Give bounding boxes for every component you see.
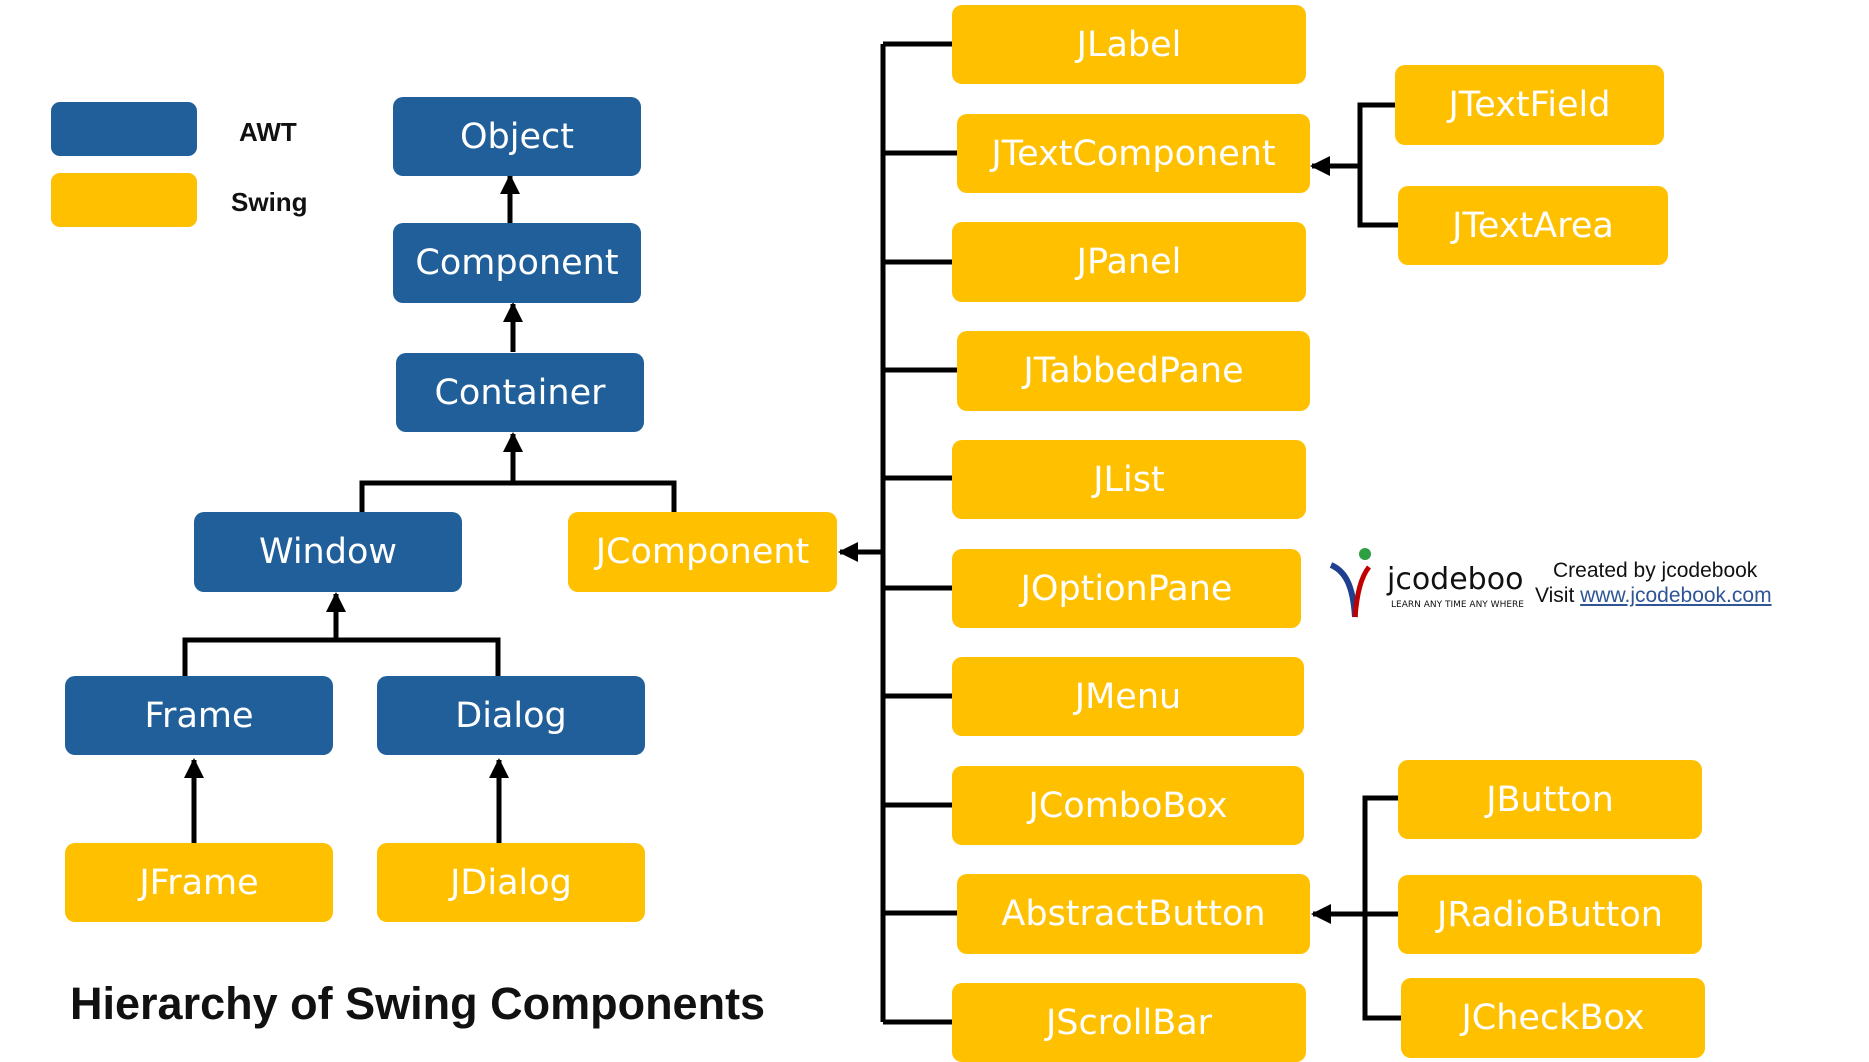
node-joptionpane: JOptionPane — [952, 549, 1301, 628]
edge-frame-dialog-window — [182, 637, 501, 676]
node-jdialog: JDialog — [377, 843, 645, 922]
legend-swing-swatch — [51, 173, 197, 227]
legend-swing-label: Swing — [231, 187, 308, 217]
credit-visit: Visit — [1535, 584, 1575, 607]
edge-buttons-abstractbutton — [1362, 795, 1401, 1021]
credit-line1: Created by jcodebook — [1553, 559, 1758, 582]
node-jcombobox: JComboBox — [952, 766, 1304, 845]
node-container: Container — [396, 353, 644, 432]
node-jlist: JList — [952, 440, 1306, 519]
edge-textfield-textarea-textcomponent — [1357, 102, 1398, 228]
node-jtextfield: JTextField — [1395, 65, 1664, 145]
node-jradiobutton: JRadioButton — [1398, 875, 1702, 954]
legend-awt-label: AWT — [239, 117, 297, 147]
node-jcheckbox: JCheckBox — [1401, 978, 1705, 1058]
node-component: Component — [393, 223, 641, 303]
jcodebook-logo: jcodebook LEARN ANY TIME ANY WHERE — [1329, 548, 1525, 618]
credit-url-link[interactable]: www.jcodebook.com — [1580, 584, 1772, 607]
node-jframe: JFrame — [65, 843, 333, 922]
node-jbutton: JButton — [1398, 760, 1702, 839]
credit-line2: Visit www.jcodebook.com — [1535, 583, 1772, 608]
credit-text: Created by jcodebook Visit www.jcodebook… — [1535, 558, 1772, 608]
node-jpanel: JPanel — [952, 222, 1306, 302]
node-jmenu: JMenu — [952, 657, 1304, 736]
svg-text:LEARN ANY TIME ANY WHERE: LEARN ANY TIME ANY WHERE — [1391, 600, 1524, 610]
node-jtabbedpane: JTabbedPane — [957, 331, 1310, 411]
node-jscrollbar: JScrollBar — [952, 983, 1306, 1062]
node-jcomponent: JComponent — [568, 512, 837, 592]
node-jtextarea: JTextArea — [1398, 186, 1668, 265]
node-abstractbutton: AbstractButton — [957, 874, 1310, 954]
node-object: Object — [393, 97, 641, 176]
legend-awt-swatch — [51, 102, 197, 156]
node-dialog: Dialog — [377, 676, 645, 755]
node-frame: Frame — [65, 676, 333, 755]
edge-window-jcomponent-container — [359, 480, 677, 512]
node-jtextcomponent: JTextComponent — [957, 114, 1310, 193]
svg-text:jcodebook: jcodebook — [1386, 562, 1525, 597]
diagram-title: Hierarchy of Swing Components — [70, 978, 766, 1029]
node-jlabel: JLabel — [952, 5, 1306, 84]
node-window: Window — [194, 512, 462, 592]
